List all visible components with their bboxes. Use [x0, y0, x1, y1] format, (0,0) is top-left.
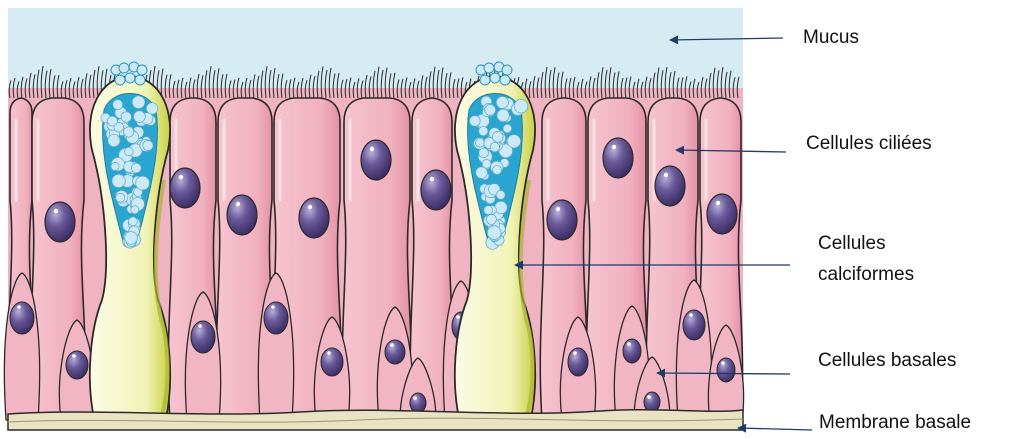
basal-nucleus [410, 393, 426, 413]
basal-nucleus [623, 339, 641, 363]
basal-nucleus [191, 321, 215, 353]
secreted-vesicle [480, 75, 490, 85]
mucin-vesicle [131, 163, 141, 173]
basal-nucleus-highlight [456, 315, 460, 319]
basal-nucleus [321, 348, 343, 376]
basal-nucleus-highlight [390, 343, 394, 347]
mucin-vesicle [112, 174, 125, 187]
nucleus [655, 166, 685, 206]
mucin-vesicle [113, 100, 123, 110]
mucin-vesicle [486, 214, 496, 224]
mucin-vesicle [495, 201, 508, 214]
mucin-vesicle [479, 126, 488, 135]
nucleus-highlight [664, 173, 668, 177]
basal-nucleus-highlight [721, 361, 725, 365]
secreted-vesicle [490, 73, 500, 83]
nucleus-highlight [370, 147, 374, 151]
basal-nucleus-highlight [72, 354, 76, 358]
secreted-vesicle [484, 63, 494, 73]
membrane-arrow [738, 428, 812, 430]
mucin-vesicle [143, 140, 153, 150]
mucin-vesicle [485, 104, 496, 115]
mucin-vesicle [108, 116, 118, 126]
basal-nucleus-highlight [271, 305, 275, 309]
label-ciliated-cells: Cellules ciliées [806, 128, 932, 160]
secreted-vesicle [115, 75, 125, 85]
nucleus [361, 140, 391, 180]
mucin-vesicle [496, 190, 505, 199]
nucleus-highlight [430, 177, 434, 181]
basal-nucleus [385, 340, 405, 364]
mucin-vesicle [132, 96, 145, 109]
nucleus [227, 195, 257, 235]
nucleus [707, 194, 737, 234]
mucin-vesicle [125, 147, 134, 156]
nucleus-highlight [308, 205, 312, 209]
nucleus-highlight [236, 202, 240, 206]
mucin-vesicle [493, 166, 502, 175]
secreted-vesicle [137, 65, 147, 75]
mucin-vesicle [469, 116, 480, 127]
mucin-vesicle [131, 206, 139, 214]
nucleus-highlight [179, 175, 183, 179]
basal-nucleus-highlight [627, 342, 631, 346]
nucleus [421, 170, 451, 210]
basal-nucleus [568, 348, 588, 376]
mucin-vesicle [111, 162, 119, 170]
basal-nucleus [264, 302, 288, 334]
nucleus [170, 168, 200, 208]
basal-nucleus-highlight [198, 324, 202, 328]
basal-nucleus [10, 302, 34, 334]
label-goblet-cells-line2: calciformes [818, 259, 914, 291]
mucin-vesicle [124, 127, 134, 137]
nucleus [299, 198, 329, 238]
mucin-vesicle [125, 232, 138, 245]
mucin-vesicle [514, 99, 528, 113]
mucin-vesicle [484, 206, 493, 215]
mucin-vesicle [121, 112, 131, 122]
mucin-vesicle [507, 135, 520, 148]
nucleus [45, 202, 75, 242]
basement-membrane [8, 410, 743, 430]
secreted-vesicle [119, 63, 129, 73]
mucin-vesicle [108, 134, 120, 146]
basal-nucleus-highlight [689, 313, 693, 317]
mucin-vesicle [116, 193, 125, 202]
basal-nucleus [66, 351, 88, 379]
secreted-vesicle [125, 73, 135, 83]
mucin-vesicle [496, 96, 508, 108]
mucin-vesicle [475, 138, 484, 147]
basal-nucleus [644, 392, 660, 412]
mucin-vesicle [487, 226, 501, 240]
basal-nucleus-highlight [573, 351, 577, 355]
nucleus [547, 200, 577, 240]
mucin-vesicle [492, 131, 503, 142]
label-mucus: Mucus [803, 22, 859, 54]
nucleus-highlight [612, 145, 616, 149]
secreted-vesicle [502, 65, 512, 75]
basal-nucleus-highlight [413, 396, 417, 400]
label-basal-cells: Cellules basales [818, 345, 956, 377]
mucin-vesicle [497, 109, 509, 121]
mucin-vesicle [136, 176, 150, 190]
secreted-vesicle [500, 75, 510, 85]
nucleus-highlight [556, 207, 560, 211]
label-basement-membrane: Membrane basale [819, 407, 971, 439]
secreted-vesicle [135, 75, 145, 85]
mucin-vesicle [490, 142, 499, 151]
label-goblet-cells-line1: Cellules [818, 228, 886, 260]
mucin-vesicle [128, 217, 137, 226]
nucleus-highlight [54, 209, 58, 213]
basal-nucleus-highlight [647, 395, 651, 399]
basal-nucleus-highlight [17, 305, 21, 309]
basal-nucleus [683, 310, 705, 340]
basal-nucleus-highlight [327, 351, 331, 355]
nucleus-highlight [716, 201, 720, 205]
nucleus [603, 138, 633, 178]
mucin-vesicle [134, 111, 146, 123]
basal-nucleus [717, 358, 735, 382]
mucin-vesicle [476, 167, 488, 179]
mucin-vesicle [503, 124, 512, 133]
